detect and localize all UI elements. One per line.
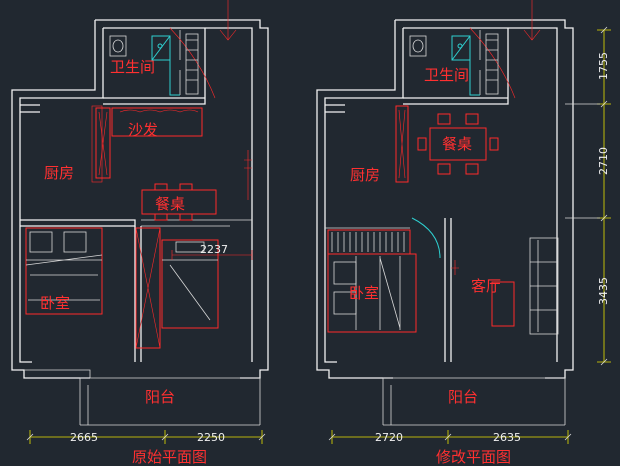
right-bedroom-label: 卧室 bbox=[349, 284, 379, 302]
right-kitchen-label: 厨房 bbox=[350, 166, 380, 184]
left-bathroom-fixtures bbox=[109, 33, 199, 96]
right-dim-side-mid: 2710 bbox=[597, 147, 610, 175]
right-bottom-dimension bbox=[328, 430, 572, 444]
right-side-dimension bbox=[565, 26, 611, 366]
right-dining-label: 餐桌 bbox=[442, 135, 472, 153]
right-living-furniture bbox=[491, 237, 559, 335]
left-sofa bbox=[95, 107, 203, 179]
left-bed bbox=[25, 227, 103, 315]
right-bathroom-fixtures bbox=[409, 33, 499, 96]
left-bathroom-label: 卫生间 bbox=[110, 58, 155, 76]
left-dining-table bbox=[141, 150, 252, 221]
left-dim-bottom-right: 2250 bbox=[197, 431, 225, 444]
left-kitchen-counter bbox=[91, 105, 103, 183]
left-sofa-label: 沙发 bbox=[128, 121, 158, 139]
left-dim-bottom-left: 2665 bbox=[70, 431, 98, 444]
left-kitchen-label: 厨房 bbox=[44, 164, 74, 182]
right-plan-title: 修改平面图 bbox=[436, 448, 511, 466]
left-bottom-dimension bbox=[26, 430, 266, 444]
right-plan bbox=[316, 0, 611, 444]
left-inner-dimension: 2237 bbox=[200, 243, 228, 256]
right-living-label: 客厅 bbox=[471, 277, 501, 295]
left-plan-title: 原始平面图 bbox=[132, 448, 207, 466]
right-walls bbox=[316, 0, 574, 426]
right-balcony-label: 阳台 bbox=[448, 388, 478, 406]
left-dining-label: 餐桌 bbox=[155, 195, 185, 213]
left-living-furniture bbox=[135, 227, 253, 349]
left-bedroom-label: 卧室 bbox=[40, 294, 70, 312]
left-walls bbox=[11, 0, 269, 426]
right-dim-side-top: 1755 bbox=[597, 52, 610, 80]
right-dim-side-bottom: 3435 bbox=[597, 277, 610, 305]
left-plan bbox=[11, 0, 269, 444]
right-dining-table bbox=[417, 113, 499, 175]
right-dim-bottom-right: 2635 bbox=[493, 431, 521, 444]
left-balcony-label: 阳台 bbox=[145, 388, 175, 406]
right-bed bbox=[327, 229, 417, 333]
right-kitchen-counter bbox=[395, 105, 409, 183]
right-bathroom-label: 卫生间 bbox=[424, 66, 469, 84]
right-dim-bottom-left: 2720 bbox=[375, 431, 403, 444]
